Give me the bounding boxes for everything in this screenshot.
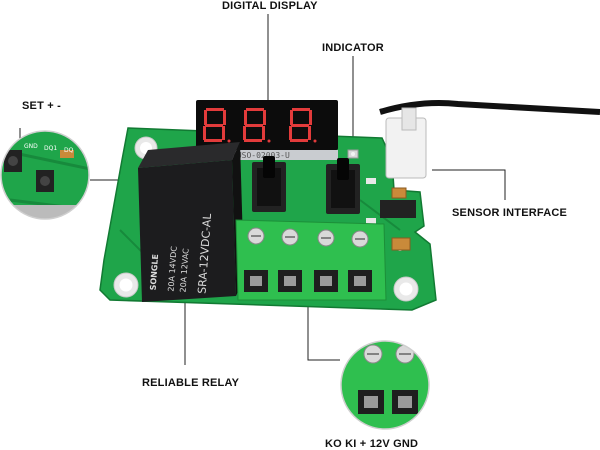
label-power: KO KI + 12V GND <box>325 438 419 450</box>
sensor-connector <box>379 100 600 199</box>
button-minus[interactable] <box>326 158 360 214</box>
relay-rating-1: 20A 14VDC <box>167 245 179 292</box>
terminal-block <box>235 219 387 301</box>
inset-pin-3: DQ <box>64 147 74 154</box>
relay-rating-2: 20A 12VAC <box>179 248 191 293</box>
mounting-hole-bottom-right <box>393 276 419 302</box>
label-digital-display: DIGITAL DISPLAY <box>222 0 318 12</box>
relay: SONGLE 20A 14VDC 20A 12VAC SRA-12VDC-AL <box>138 142 244 302</box>
label-sensor-interface: SENSOR INTERFACE <box>452 207 568 219</box>
relay-model: SRA-12VDC-AL <box>196 212 215 294</box>
inset-pin-1: GND <box>24 143 38 150</box>
inset-buttons-closeup: GND DQ1 DQ <box>0 130 90 220</box>
label-reliable-relay: RELIABLE RELAY <box>142 377 240 389</box>
sensor-leader <box>432 169 506 200</box>
inset-power-closeup <box>340 340 430 430</box>
display-digits <box>203 108 317 143</box>
mounting-hole-bottom-left <box>113 272 139 298</box>
digital-display: TUSO-02003-U <box>196 100 338 160</box>
smd-components <box>366 178 416 251</box>
indicator-led <box>347 149 359 159</box>
label-indicator: INDICATOR <box>322 42 384 54</box>
button-set[interactable] <box>252 156 286 212</box>
label-set: SET + - <box>22 100 61 112</box>
display-part-number: TUSO-02003-U <box>232 151 290 160</box>
relay-brand: SONGLE <box>149 254 161 291</box>
inset-pin-2: DQ1 <box>44 145 57 152</box>
